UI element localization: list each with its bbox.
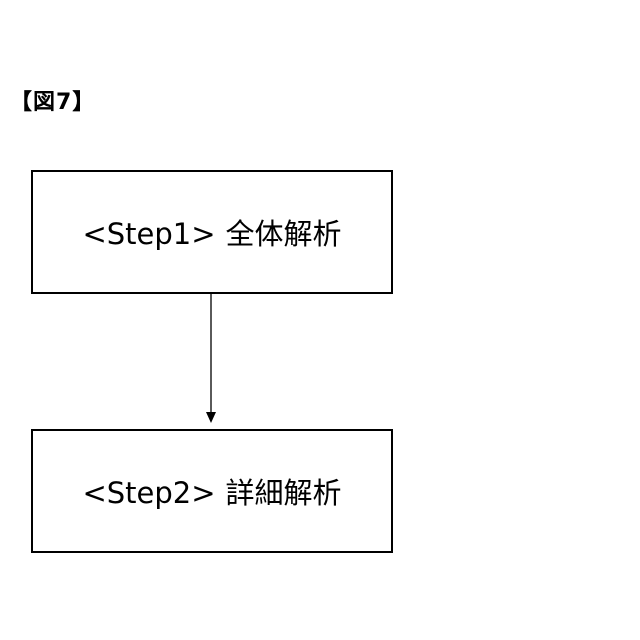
step1-tag: <Step1> <box>82 217 215 251</box>
arrow-head-icon <box>206 412 216 423</box>
step1-title: 全体解析 <box>226 217 342 251</box>
step2-tag: <Step2> <box>82 476 215 510</box>
step1-text: <Step1> 全体解析 <box>82 211 341 253</box>
step2-title: 詳細解析 <box>226 476 342 510</box>
step1-box: <Step1> 全体解析 <box>31 170 393 294</box>
step2-box: <Step2> 詳細解析 <box>31 429 393 553</box>
step2-text: <Step2> 詳細解析 <box>82 470 341 512</box>
figure-label: 【図7】 <box>10 84 95 116</box>
